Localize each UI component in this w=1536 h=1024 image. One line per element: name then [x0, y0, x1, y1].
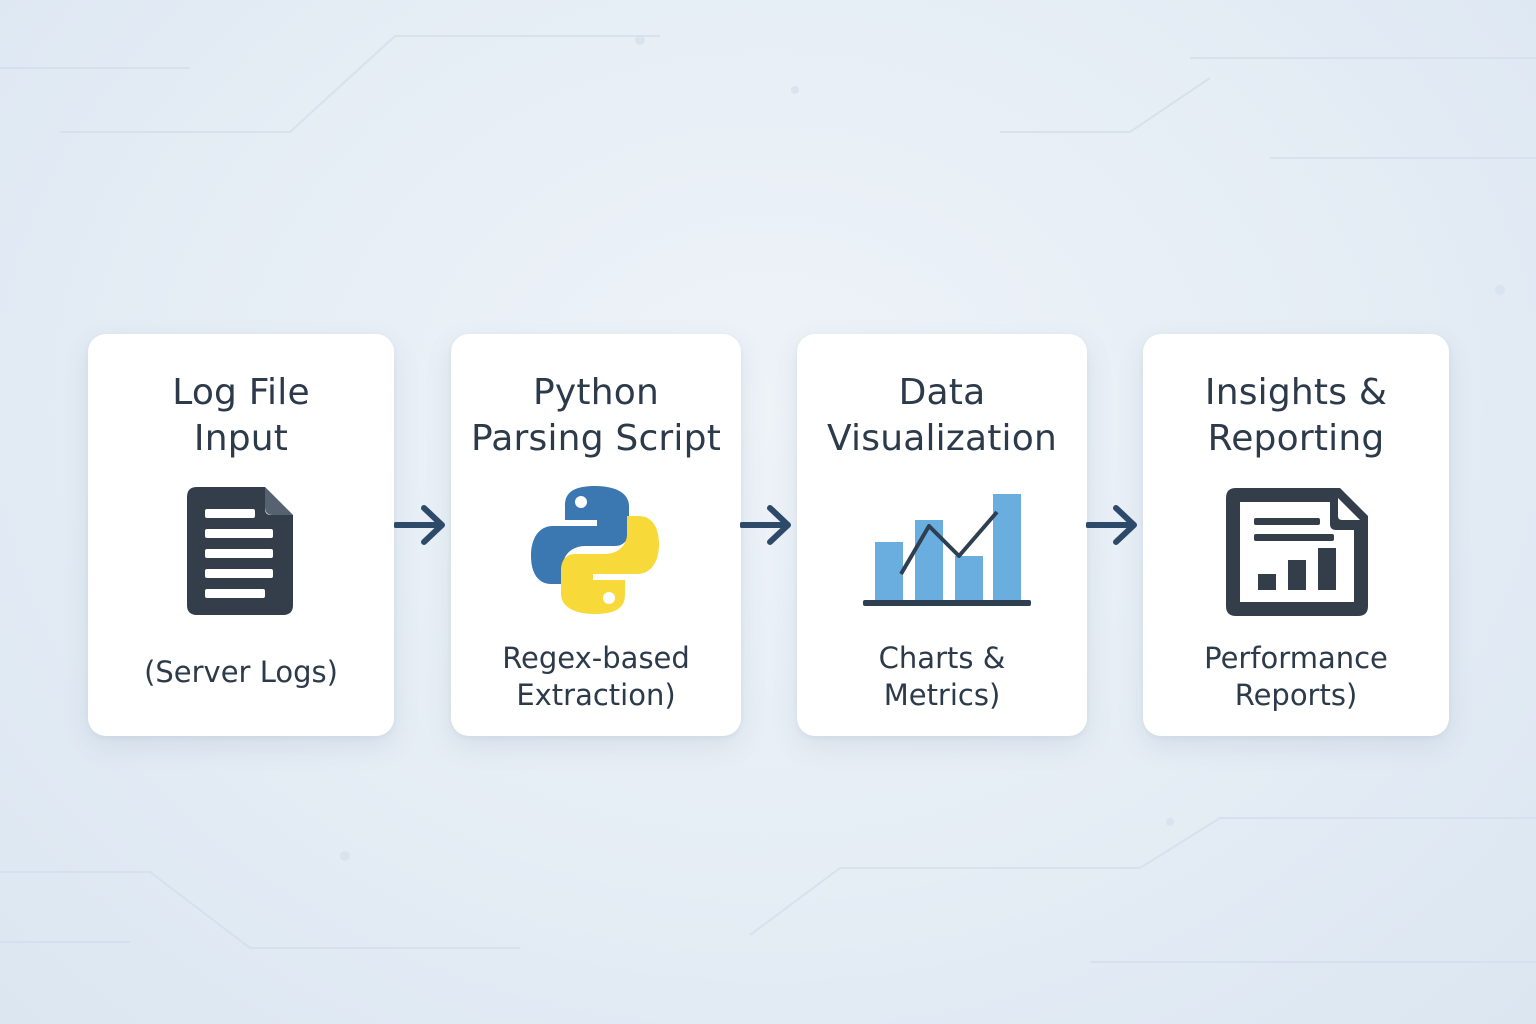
step-card-insights-reporting: Insights & Reporting Performance Reports…: [1143, 334, 1449, 736]
step-subtitle: (Server Logs): [144, 655, 338, 689]
document-icon: [187, 487, 293, 615]
arrow-right-icon: [1086, 505, 1137, 545]
step-subtitle: Regex-based Extraction): [502, 641, 690, 712]
step-subtitle: Performance Reports): [1204, 641, 1388, 712]
bar-chart-icon: [863, 494, 1031, 606]
step-title: Python Parsing Script: [470, 372, 722, 459]
step-card-data-visualization: Data Visualization Charts & Metrics): [797, 334, 1087, 736]
step-title: Insights & Reporting: [1204, 372, 1388, 459]
step-title: Log File Input: [172, 372, 310, 459]
step-title: Data Visualization: [827, 372, 1057, 459]
report-icon: [1226, 488, 1368, 616]
arrow-right-icon: [740, 505, 791, 545]
step-subtitle: Charts & Metrics): [878, 641, 1006, 712]
arrow-right-icon: [394, 505, 445, 545]
python-logo-icon: [531, 486, 659, 614]
step-card-python-parsing-script: Python Parsing Script Regex-based Extrac…: [451, 334, 741, 736]
step-card-log-file-input: Log File Input (Server Logs): [88, 334, 394, 736]
